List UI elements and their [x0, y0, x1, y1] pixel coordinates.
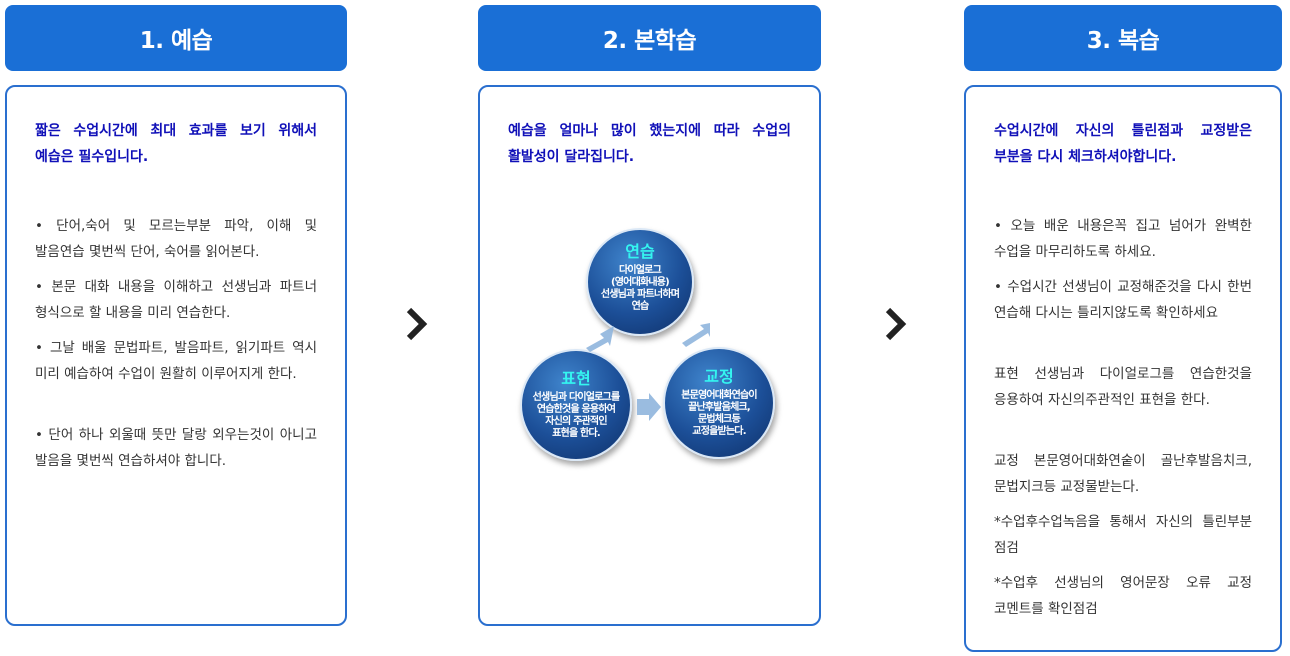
cycle-node-line: 본문영어대화연습이	[681, 390, 757, 401]
cycle-node-line: 선생님과 다이얼로그를	[532, 392, 620, 403]
step-1-header: 1. 예습	[5, 5, 347, 71]
step-3-lead: 수업시간에 자신의 틀린점과 교정받은 부분을 다시 체크하셔야합니다.	[994, 123, 1252, 165]
cycle-arrow-icon	[682, 323, 710, 347]
step-1-item: • 그날 배울 문법파트, 발음파트, 읽기파트 역시 미리 예습하여 수업이 …	[35, 340, 317, 382]
step-3-item: 표현 선생님과 다이얼로그를 연습한것을 응용하여 자신의주관적인 표현을 한다…	[994, 366, 1252, 408]
step-2-lead: 예습을 얼마나 많이 했는지에 따라 수업의 활발성이 달라집니다.	[508, 123, 791, 165]
step-2-header: 2. 본학습	[478, 5, 821, 71]
step-3-title: 3. 복습	[1086, 28, 1160, 54]
cycle-node-title: 연습	[625, 242, 655, 261]
cycle-node-line: 문법체크등	[697, 414, 741, 425]
step-2-panel: 예습을 얼마나 많이 했는지에 따라 수업의 활발성이 달라집니다. 연습 다이…	[478, 85, 821, 626]
step-3-item: *수업후 선생님의 영어문장 오류 교정 코멘트를 확인점검	[994, 575, 1252, 617]
step-1-lead: 짧은 수업시간에 최대 효과를 보기 위해서 예습은 필수입니다.	[35, 123, 317, 165]
cycle-node-correction: 교정 본문영어대화연습이 끝난후발음체크, 문법체크등 교정을받는다.	[663, 347, 775, 459]
cycle-arrow-icon	[586, 326, 614, 352]
step-1-item: • 단어,숙어 및 모르는부분 파악, 이해 및 발음연습 몇번씩 단어, 숙어…	[35, 218, 317, 260]
step-1-item: • 단어 하나 외울때 뜻만 달랑 외우는것이 아니고 발음을 몇번씩 연습하셔…	[35, 427, 317, 469]
cycle-node-practice: 연습 다이얼로그 (영어대화내용) 선생님과 파트너하며 연습	[586, 228, 694, 336]
step-3-panel: 수업시간에 자신의 틀린점과 교정받은 부분을 다시 체크하셔야합니다. • 오…	[964, 85, 1282, 652]
step-3-item: • 수업시간 선생님이 교정해준것을 다시 한번 연습해 다시는 틀리지않도록 …	[994, 279, 1252, 321]
step-1-item: • 본문 대화 내용을 이해하고 선생님과 파트너 형식으로 할 내용을 미리 …	[35, 279, 317, 321]
cycle-node-line: 연습	[631, 301, 650, 312]
cycle-arrow-icon	[637, 393, 661, 421]
cycle-node-line: 교정을받는다.	[692, 426, 746, 437]
cycle-node-line: (영어대화내용)	[611, 277, 670, 288]
cycle-node-line: 자신의 주관적인	[545, 416, 607, 427]
cycle-node-line: 연습한것을 응용하여	[536, 404, 616, 415]
cycle-node-line: 표현을 한다.	[552, 428, 600, 439]
step-3-header: 3. 복습	[964, 5, 1282, 71]
cycle-node-line: 선생님과 파트너하며	[600, 289, 680, 300]
chevron-right-icon	[406, 307, 428, 341]
step-1-title: 1. 예습	[139, 28, 213, 54]
step-3-item: 교정 본문영어대화연숱이 골난후발음치크, 문법지크등 교정물받는다.	[994, 453, 1252, 495]
step-3-item: *수업후수업녹음을 통해서 자신의 틀린부분 점검	[994, 514, 1252, 556]
cycle-node-expression: 표현 선생님과 다이얼로그를 연습한것을 응용하여 자신의 주관적인 표현을 한…	[520, 349, 632, 461]
cycle-node-line: 끝난후발음체크,	[688, 402, 751, 413]
step-3-item: • 오늘 배운 내용은꼭 집고 넘어가 완벽한 수업을 마무리하도록 하세요.	[994, 218, 1252, 260]
cycle-node-title: 교정	[704, 367, 734, 386]
step-2-title: 2. 본학습	[602, 28, 697, 54]
cycle-node-line: 다이얼로그	[618, 265, 662, 276]
chevron-right-icon	[885, 307, 907, 341]
step-1-panel: 짧은 수업시간에 최대 효과를 보기 위해서 예습은 필수입니다. • 단어,숙…	[5, 85, 347, 626]
cycle-node-title: 표현	[561, 369, 591, 388]
